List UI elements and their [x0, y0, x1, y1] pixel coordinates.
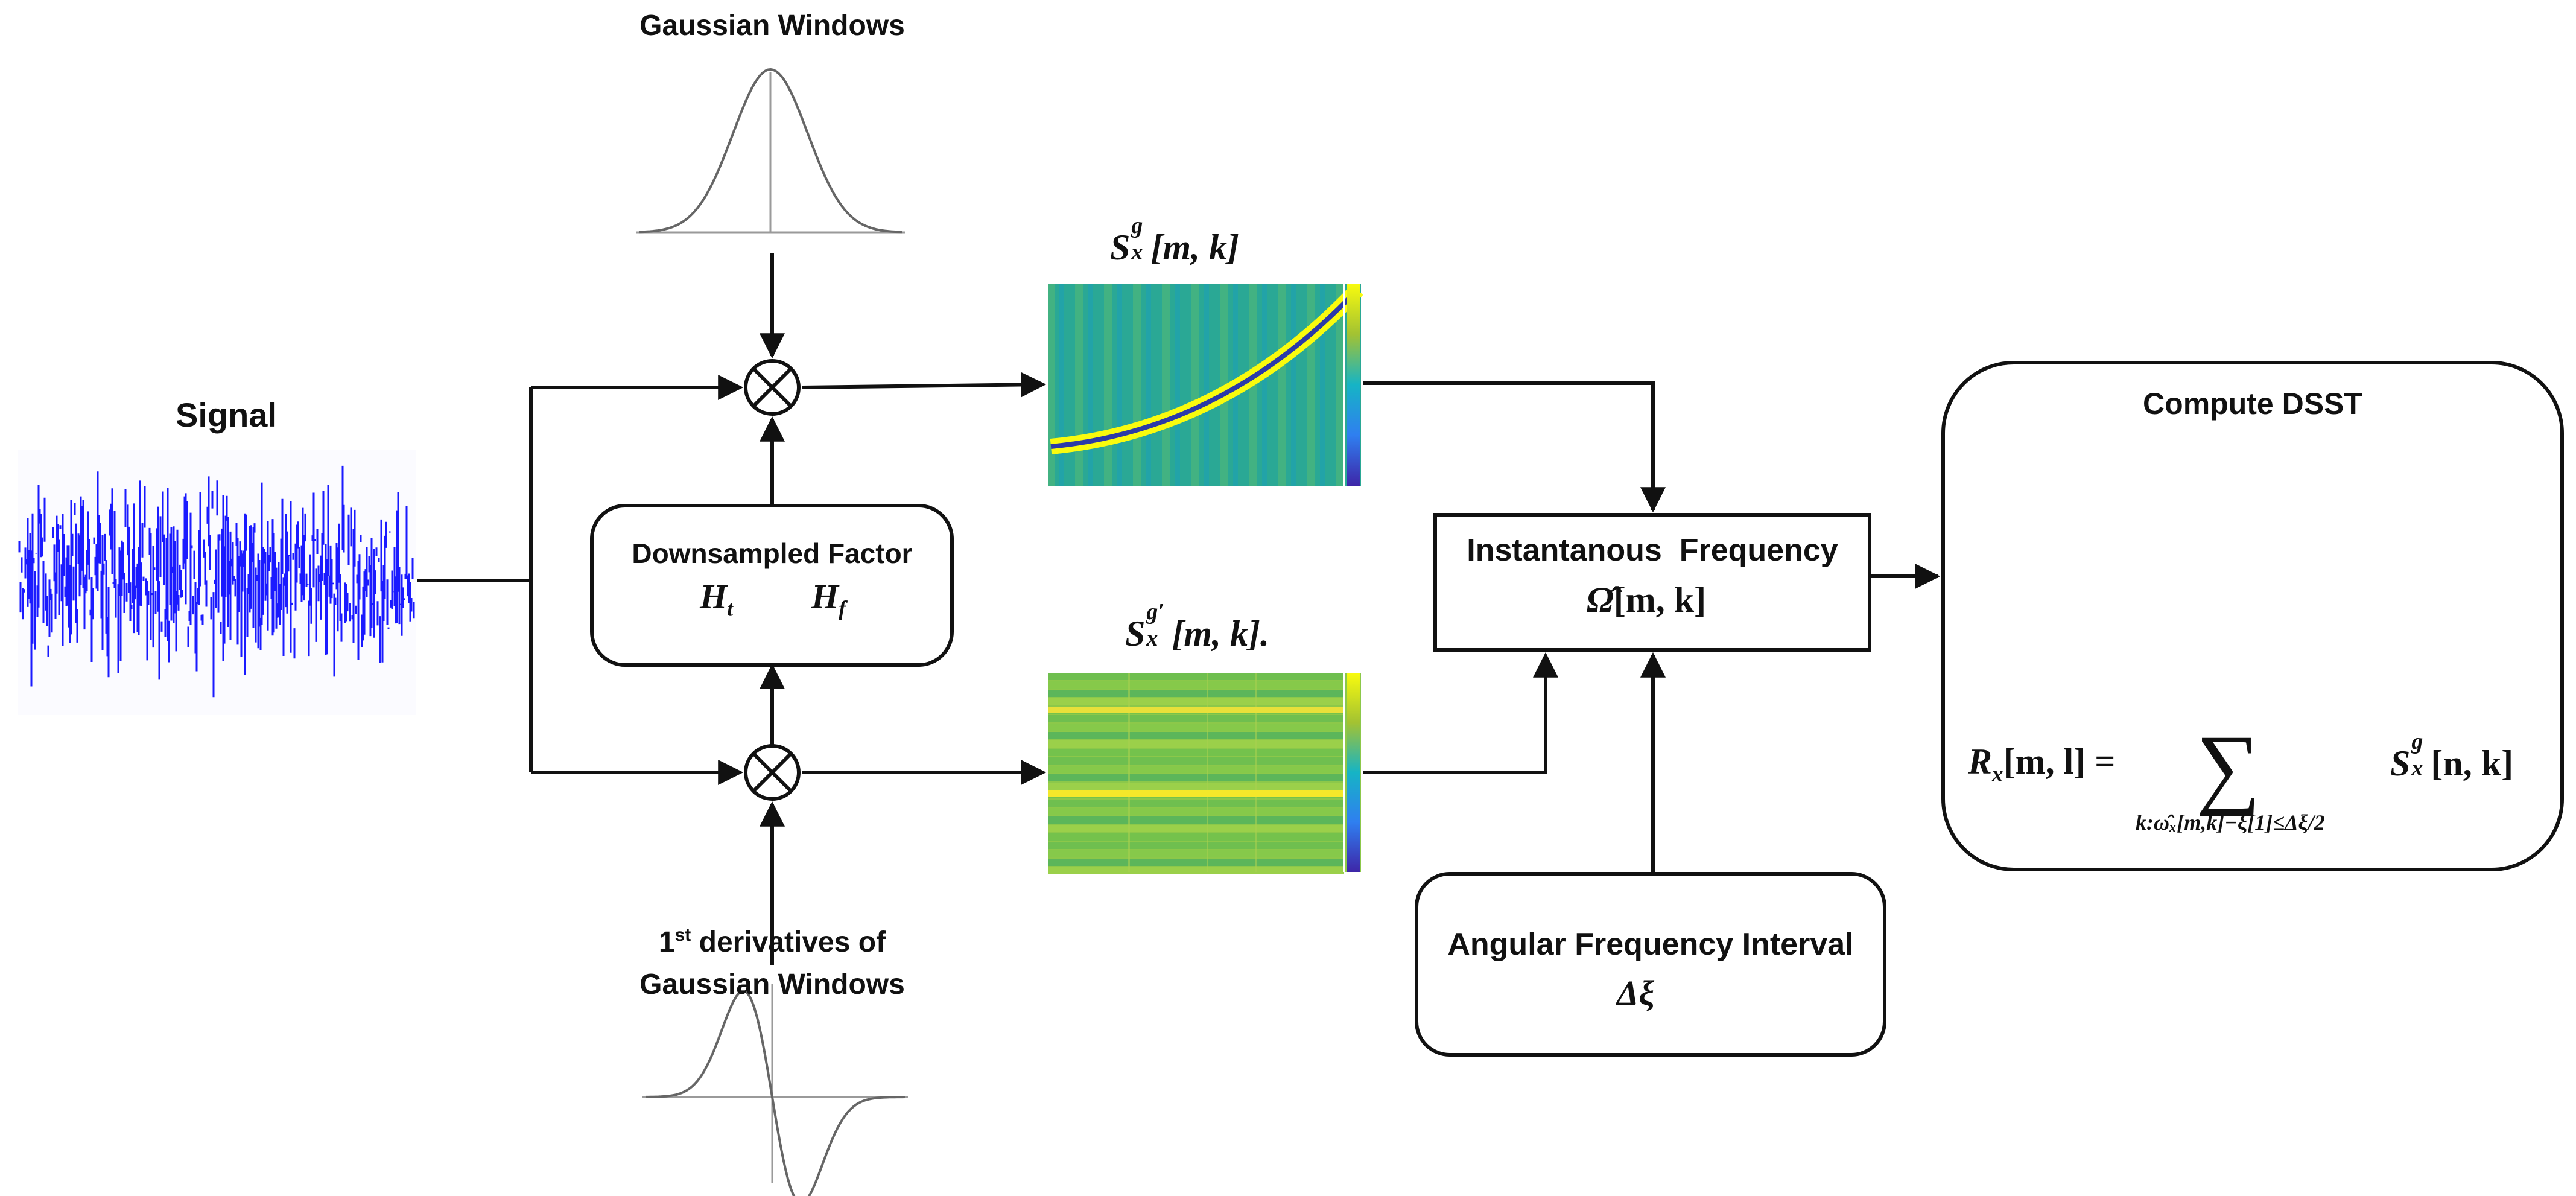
downsample-hf: Hf	[811, 577, 846, 621]
dsst-formula-sum: ∑	[2196, 717, 2260, 817]
signal-label: Signal	[175, 396, 278, 434]
spectrogram-band	[1048, 825, 1344, 832]
spectrogram-band	[1048, 749, 1344, 756]
spectrogram-band	[1048, 673, 1344, 680]
angular-frequency-interval-symbol: Δξ	[1617, 973, 1655, 1013]
spectrogram-column-edge	[1128, 673, 1130, 872]
spectrogram-band	[1048, 808, 1344, 815]
instantaneous-frequency-symbol: Ω̂[m, k]	[1587, 580, 1707, 620]
derivative-windows-label: 1st derivatives of Gaussian Windows	[639, 925, 905, 1000]
derivative-window-plot	[642, 984, 908, 1196]
spectrogram-band	[1048, 698, 1344, 705]
spectrogram-band	[1048, 774, 1344, 781]
spectrogram-band	[1048, 800, 1344, 807]
spectrogram-band	[1048, 690, 1344, 697]
spectrogram-band	[1048, 740, 1344, 748]
spectrogram-band	[1048, 724, 1344, 731]
compute-dsst-box	[1941, 361, 2564, 871]
spectrogram-band	[1048, 850, 1344, 857]
gaussian-windows-label: Gaussian Windows	[639, 10, 905, 42]
downsample-factor-box	[590, 504, 954, 667]
spectrogram-top-image	[1048, 284, 1363, 486]
gaussian-window-plot	[636, 68, 905, 234]
dsst-formula-condition: k:ω̂ₓ[m,k]−ξ[1]≤Δξ/2	[2136, 810, 2325, 835]
compute-dsst-title: Compute DSST	[2143, 387, 2362, 421]
dsst-formula-lhs: Rx[m, l] =	[1968, 742, 2116, 787]
spectrogram-column-edge	[1255, 673, 1257, 872]
angular-frequency-interval-title: Angular Frequency Interval	[1447, 927, 1854, 962]
multiplier-node-bottom	[744, 744, 801, 801]
signal-waveform	[18, 450, 416, 715]
spectrogram-band	[1048, 859, 1344, 866]
spectrogram-band	[1048, 833, 1344, 841]
spectrogram-band	[1048, 867, 1344, 874]
angular-frequency-interval-box	[1415, 872, 1886, 1057]
instantaneous-frequency-box	[1433, 513, 1871, 652]
spectrogram-band	[1048, 732, 1344, 739]
connectors	[417, 253, 1941, 965]
spectrogram-band	[1048, 757, 1344, 765]
spectrogram-band	[1048, 766, 1344, 773]
downsample-ht: Ht	[700, 577, 734, 621]
signal-trace	[18, 465, 415, 698]
spectrogram-band	[1048, 715, 1344, 722]
multiplier-node-top	[744, 359, 801, 416]
spectrogram-band	[1048, 816, 1344, 824]
downsample-title: Downsampled Factor	[632, 538, 913, 569]
spectrogram-column-edge	[1207, 673, 1208, 872]
instantaneous-frequency-title: Instantanous Frequency	[1467, 533, 1838, 568]
spectrogram-bottom-image	[1048, 673, 1361, 874]
spectrogram-band	[1048, 681, 1344, 689]
spectrogram-band	[1048, 842, 1344, 849]
spectrogram-band	[1048, 783, 1344, 790]
